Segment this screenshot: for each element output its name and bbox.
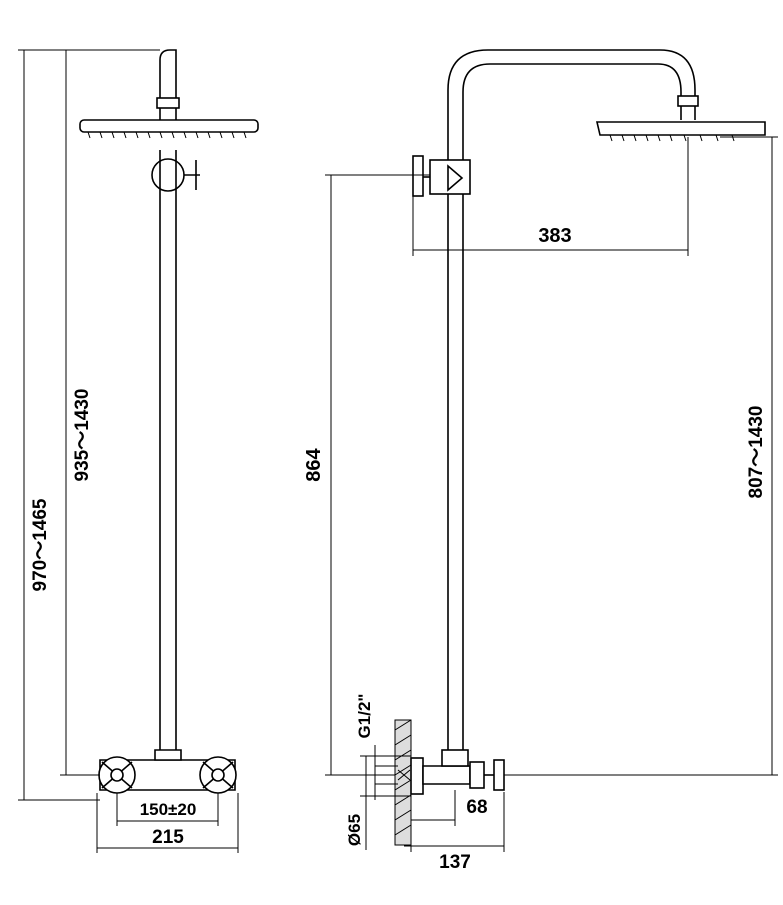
side-thread-mark (397, 769, 411, 781)
side-wall-flange (410, 757, 424, 795)
side-riser-pipe (447, 194, 464, 755)
dim-inlet-spacing: 150±20 (116, 793, 219, 826)
front-pipe-height-label: 935～1430 (72, 389, 93, 482)
front-diverter-handle (184, 160, 200, 190)
side-mixer-cap (469, 761, 485, 789)
front-head-nozzles (87, 131, 247, 139)
side-diverter-arrow (447, 164, 464, 192)
front-riser-pipe (159, 150, 177, 755)
side-diverter-handle (412, 155, 424, 197)
front-left-handle-cap (110, 768, 124, 782)
dim-arm-reach: 383 (412, 137, 689, 256)
side-view: 864 383 807～1430 G1/2" Ø65 (303, 49, 778, 873)
side-arm-inner (462, 63, 682, 160)
front-view: 970～1465 935～1430 150±20 215 (18, 49, 259, 853)
side-arm-collar (677, 95, 699, 107)
mixer-depth-label: 68 (466, 797, 487, 818)
dim-flange-diameter: Ø65 (345, 755, 411, 850)
side-head-nozzles (609, 134, 735, 142)
front-pipe-collar (156, 97, 180, 109)
front-mixer-joint (154, 749, 182, 761)
mixer-width-label: 215 (152, 827, 184, 848)
side-head-height-label: 807～1430 (746, 406, 767, 499)
dim-thread: G1/2" (355, 694, 398, 800)
side-handle (493, 759, 505, 791)
inlet-spacing-label: 150±20 (140, 800, 197, 819)
front-shower-head (79, 119, 259, 133)
side-mixer-body (422, 765, 471, 785)
dim-side-head-height: 807～1430 (504, 136, 778, 776)
dim-mixer-depth: 68 (410, 790, 488, 826)
arm-reach-label: 383 (538, 225, 571, 247)
front-total-height-label: 970～1465 (30, 498, 51, 591)
front-diverter-body (151, 158, 185, 192)
dim-side-valve-height: 864 (303, 174, 430, 776)
overall-depth-label: 137 (439, 852, 471, 873)
front-right-handle-cap (211, 768, 225, 782)
thread-label: G1/2" (355, 694, 374, 739)
front-top-pipe (159, 49, 177, 120)
dim-mixer-width: 215 (96, 793, 239, 853)
flange-diameter-label: Ø65 (345, 814, 364, 846)
dim-overall-depth: 137 (404, 792, 505, 873)
side-arm-outer (447, 49, 696, 160)
side-valve-height-label: 864 (303, 447, 325, 481)
wall-hatch (394, 719, 412, 836)
side-shower-head (595, 121, 766, 136)
side-mixer-joint (441, 749, 469, 767)
dim-front-pipe-height: 935～1430 (60, 49, 160, 776)
